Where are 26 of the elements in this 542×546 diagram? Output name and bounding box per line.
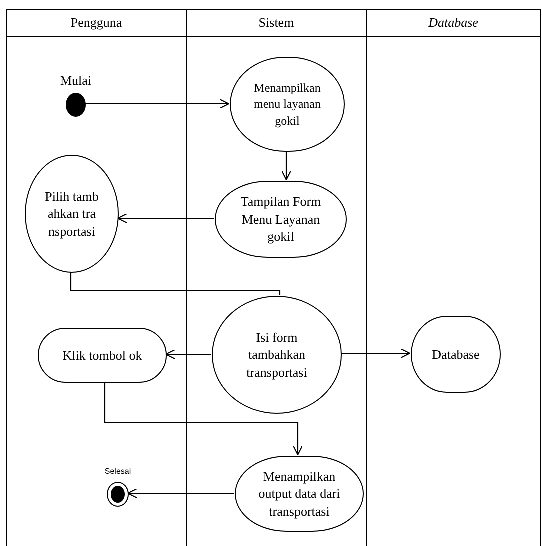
initial-node — [66, 93, 86, 117]
arrow — [341, 348, 411, 359]
arrow — [281, 151, 292, 181]
activity-text: Database — [431, 346, 481, 364]
swimlane — [6, 9, 186, 546]
activity-text: Isi form tambahkan transportasi — [246, 328, 308, 382]
arrow — [104, 382, 304, 456]
arrow — [165, 349, 211, 360]
lane-title: Pengguna — [70, 15, 122, 31]
swimlane — [186, 9, 366, 546]
activity-text: Pilih tambahkan transportasi — [44, 188, 100, 240]
connector-line — [70, 272, 281, 295]
final-node — [107, 482, 129, 507]
activity-text: Tampilan Form Menu Layanan gokil — [240, 193, 322, 246]
node-label: Selesai — [104, 467, 132, 476]
swimlane — [366, 9, 541, 546]
node-label: Mulai — [60, 73, 92, 89]
lane-title: Sistem — [258, 15, 294, 31]
arrow — [85, 98, 230, 110]
arrow — [127, 488, 234, 499]
activity-text: Klik tombol ok — [62, 346, 144, 364]
activity-text: Menampilkan output data dari transportasi — [258, 468, 342, 520]
lane-title: Database — [428, 15, 478, 31]
arrow — [117, 213, 214, 224]
activity-node — [235, 456, 364, 532]
activity-text: Menampilkan menu layanan gokil — [253, 80, 322, 129]
